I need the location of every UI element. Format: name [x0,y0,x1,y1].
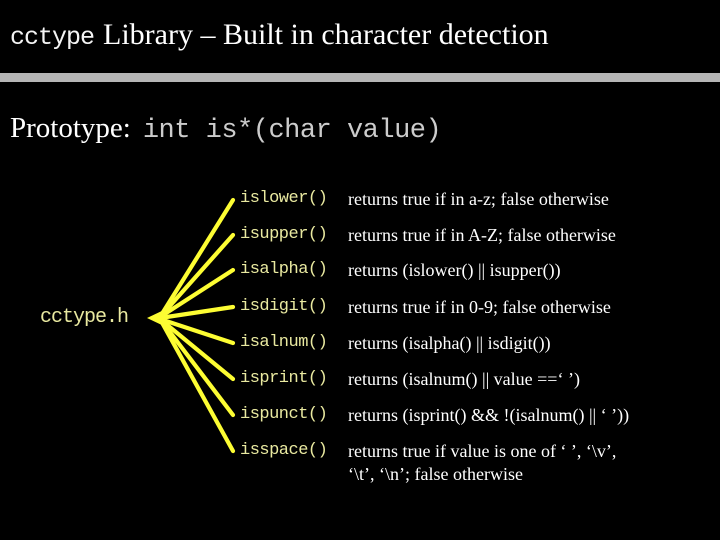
function-row-isalpha: isalpha() returns (islower() || isupper(… [240,259,710,283]
fan-line-isspace [157,316,236,454]
function-description: returns true if value is one of ‘ ’, ‘\v… [348,441,617,484]
title-divider-bar [0,73,720,82]
function-row-isupper: isupper() returns true if in A-Z; false … [240,224,710,248]
fan-line-ispunct [157,316,236,418]
title-text: Library – Built in character detection [103,18,549,51]
arrowhead-icon [147,309,166,327]
function-row-islower: islower() returns true if in a-z; false … [240,188,710,212]
function-name: islower() [240,189,328,208]
fan-line-isalpha [157,267,236,320]
slide-title: cctype Library – Built in character detec… [10,18,549,52]
function-description: returns true if in A-Z; false otherwise [348,225,616,245]
fan-line-isupper [157,232,236,320]
function-row-ispunct: ispunct() returns (isprint() && !(isalnu… [240,404,710,428]
function-name: isdigit() [240,297,328,316]
function-description: returns (isprint() && !(isalnum() || ‘ ’… [348,405,630,425]
prototype-label: Prototype: [10,112,131,144]
function-row-isdigit: isdigit() returns true if in 0-9; false … [240,296,710,320]
fan-line-isdigit [157,304,236,321]
function-description: returns true if in a-z; false otherwise [348,189,609,209]
function-description: returns (isalpha() || isdigit()) [348,333,551,353]
title-code-word: cctype [10,23,95,52]
function-name: ispunct() [240,405,328,424]
fan-line-isalnum [157,316,236,346]
function-description: returns (isalnum() || value ==‘ ’) [348,369,580,389]
fan-line-isprint [157,316,236,382]
prototype-line: Prototype: int is*(char value) [10,112,442,146]
function-name: isprint() [240,369,328,388]
cctype-h-label: cctype.h [40,306,129,329]
function-row-isspace: isspace() returns true if value is one o… [240,440,710,484]
function-name: isalpha() [240,260,328,279]
function-name: isspace() [240,441,328,460]
function-description: returns true if in 0-9; false otherwise [348,297,611,317]
function-row-isalnum: isalnum() returns (isalpha() || isdigit(… [240,332,710,356]
prototype-code: int is*(char value) [142,116,442,146]
function-name: isupper() [240,225,328,244]
function-name: isalnum() [240,333,328,352]
fan-line-islower [157,197,236,320]
function-row-isprint: isprint() returns (isalnum() || value ==… [240,368,710,392]
function-description: returns (islower() || isupper()) [348,260,561,280]
